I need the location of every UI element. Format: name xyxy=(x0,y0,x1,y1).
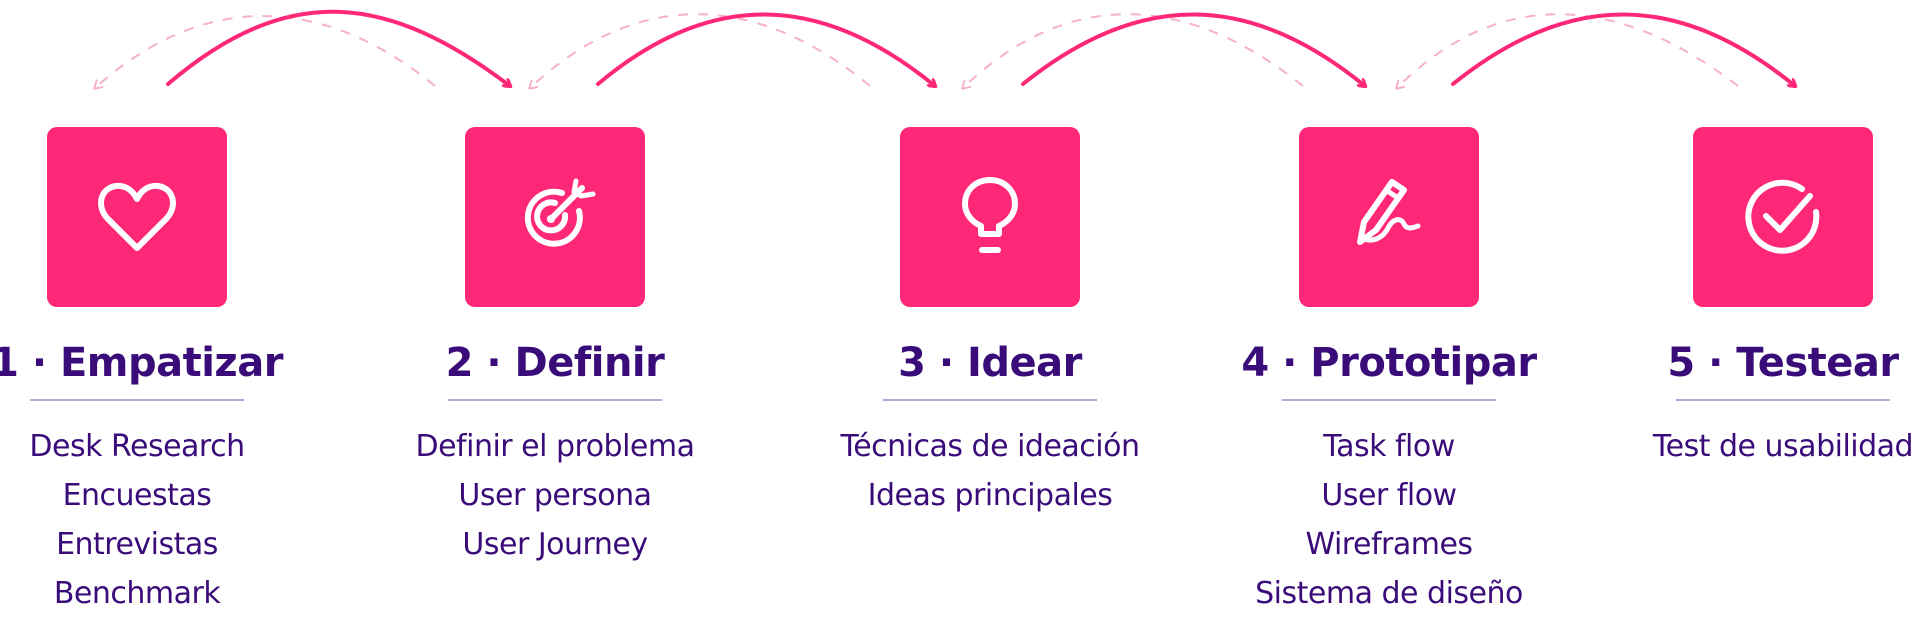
stage-item-list: Técnicas de ideación Ideas principales xyxy=(810,422,1170,520)
target-icon xyxy=(524,178,596,247)
stage-idear: 3 · Idear Técnicas de ideación Ideas pri… xyxy=(810,0,1170,614)
list-item: Definir el problema xyxy=(415,429,695,464)
title-divider xyxy=(1282,399,1496,401)
stage-tile xyxy=(1299,127,1479,307)
list-item: User Journey xyxy=(462,527,648,562)
list-item: Entrevistas xyxy=(56,527,218,562)
list-item: Test de usabilidad xyxy=(1652,429,1914,464)
stage-title: 1 · Empatizar xyxy=(0,340,283,386)
stage-testear: 5 · Testear Test de usabilidad xyxy=(1603,0,1914,614)
stage-item-list: Task flow User flow Wireframes Sistema d… xyxy=(1209,422,1569,618)
pencil-icon xyxy=(1357,179,1421,245)
stage-title: 2 · Definir xyxy=(445,340,665,386)
stage-title: 4 · Prototipar xyxy=(1241,340,1537,386)
check-circle-icon xyxy=(1745,179,1820,254)
stage-definir: 2 · Definir Definir el problema User per… xyxy=(375,0,735,614)
list-item: Benchmark xyxy=(53,576,221,611)
list-item: Encuestas xyxy=(62,478,212,513)
list-item: Wireframes xyxy=(1305,527,1473,562)
stage-prototipar: 4 · Prototipar Task flow User flow Wiref… xyxy=(1209,0,1569,614)
stage-tile xyxy=(465,127,645,307)
list-item: Desk Research xyxy=(29,429,245,464)
stage-title: 3 · Idear xyxy=(898,340,1082,386)
list-item: User persona xyxy=(458,478,652,513)
stage-title: 5 · Testear xyxy=(1667,340,1899,386)
stage-tile xyxy=(1693,127,1873,307)
stage-item-list: Test de usabilidad xyxy=(1603,422,1914,471)
list-item: Task flow xyxy=(1323,429,1455,464)
title-divider xyxy=(448,399,662,401)
title-divider xyxy=(1676,399,1890,401)
stage-tile xyxy=(47,127,227,307)
list-item: User flow xyxy=(1321,478,1457,513)
stage-tile xyxy=(900,127,1080,307)
title-divider xyxy=(30,399,244,401)
stage-empatizar: 1 · Empatizar Desk Research Encuestas En… xyxy=(0,0,317,614)
list-item: Técnicas de ideación xyxy=(840,429,1140,464)
list-item: Ideas principales xyxy=(867,478,1113,513)
list-item: Sistema de diseño xyxy=(1255,576,1523,611)
heart-icon xyxy=(98,182,176,251)
stage-item-list: Definir el problema User persona User Jo… xyxy=(375,422,735,569)
lightbulb-icon xyxy=(962,177,1018,253)
title-divider xyxy=(883,399,1097,401)
stage-item-list: Desk Research Encuestas Entrevistas Benc… xyxy=(0,422,317,618)
